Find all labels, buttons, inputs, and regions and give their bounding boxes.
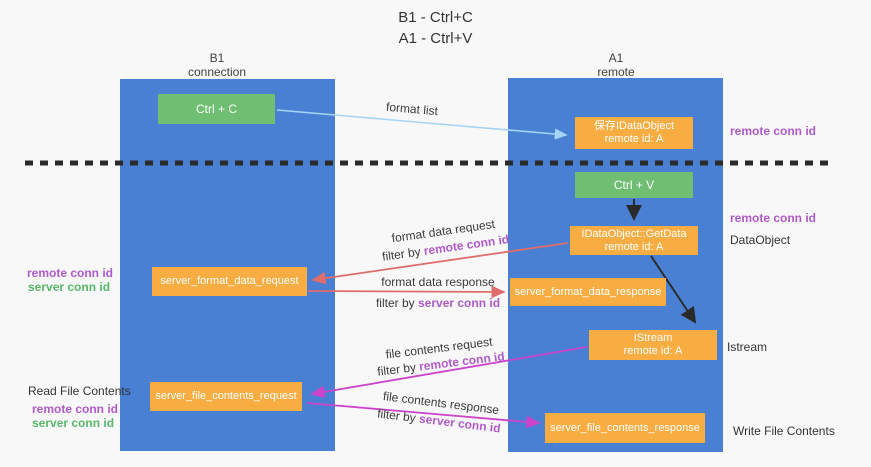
column-header-a1: A1 remote xyxy=(556,51,676,79)
label-format-data-request: format data request filter by remote con… xyxy=(370,213,518,267)
label-server-conn-id-mid-left: server conn id xyxy=(28,280,111,294)
label-remote-conn-id-bottom-left: remote conn id xyxy=(32,402,119,416)
filter-prefix: filter by xyxy=(376,360,417,379)
filter-key: server conn id xyxy=(418,296,501,310)
node-ctrl-v-label: Ctrl + V xyxy=(613,177,655,192)
node-istream: IStream remote id: A xyxy=(589,330,717,360)
node-file-response-label: server_file_contents_response xyxy=(550,421,700,434)
label-server-conn-id-bottom-left: server conn id xyxy=(32,416,115,430)
label-istream: Istream xyxy=(727,340,768,354)
label-dataobject: DataObject xyxy=(730,233,791,247)
node-format-request-label: server_format_data_request xyxy=(160,275,299,287)
node-format-response-label: server_format_data_response xyxy=(514,285,662,298)
column-header-b1: B1 connection xyxy=(157,51,277,79)
node-ctrl-c: Ctrl + C xyxy=(158,94,275,124)
label-read-file-contents: Read File Contents xyxy=(28,384,131,398)
label-file-contents-response: file contents response filter by server … xyxy=(368,386,511,439)
node-save-idataobject-line2: remote id: A xyxy=(604,133,664,145)
label-remote-conn-id-mid-right: remote conn id xyxy=(730,211,817,225)
node-file-request-label: server_file_contents_request xyxy=(155,390,297,402)
label-remote-conn-id-mid-left: remote conn id xyxy=(27,266,114,280)
filter-prefix: filter by xyxy=(375,296,415,310)
label-remote-conn-id-top-right: remote conn id xyxy=(730,124,817,138)
node-server-format-data-response: server_format_data_response xyxy=(510,278,666,306)
node-idataobject-getdata: IDataObject::GetData remote id: A xyxy=(570,226,698,255)
node-ctrl-c-label: Ctrl + C xyxy=(195,101,237,116)
diagram-title: B1 - Ctrl+C A1 - Ctrl+V xyxy=(0,7,871,49)
node-istream-line1: IStream xyxy=(633,332,673,344)
label-format-data-response-text: format data response xyxy=(381,275,495,289)
filter-prefix: filter by xyxy=(376,406,417,426)
node-istream-line2: remote id: A xyxy=(623,345,683,357)
label-file-contents-request: file contents request filter by remote c… xyxy=(369,332,512,381)
node-getdata-line2: remote id: A xyxy=(604,240,664,253)
column-b1-id: B1 xyxy=(209,51,225,65)
column-a1-id: A1 xyxy=(608,51,624,65)
node-getdata-line1: IDataObject::GetData xyxy=(581,227,687,240)
label-format-data-response: format data response filter by server co… xyxy=(368,272,508,314)
filter-prefix: filter by xyxy=(381,244,422,264)
title-line-1: B1 - Ctrl+C xyxy=(398,9,473,26)
node-server-format-data-request: server_format_data_request xyxy=(152,267,307,296)
node-server-file-contents-response: server_file_contents_response xyxy=(545,413,705,443)
node-server-file-contents-request: server_file_contents_request xyxy=(150,382,302,411)
label-write-file-contents: Write File Contents xyxy=(733,424,835,438)
title-line-2: A1 - Ctrl+V xyxy=(398,30,473,47)
node-save-idataobject: 保存IDataObject remote id: A xyxy=(575,117,693,149)
label-format-list: format list xyxy=(385,99,439,119)
label-format-data-response-filter: filter by server conn id xyxy=(368,293,508,314)
column-b1-role: connection xyxy=(187,65,247,79)
column-a1-role: remote xyxy=(597,65,635,79)
node-ctrl-v: Ctrl + V xyxy=(575,172,693,198)
node-save-idataobject-line1: 保存IDataObject xyxy=(593,120,675,132)
